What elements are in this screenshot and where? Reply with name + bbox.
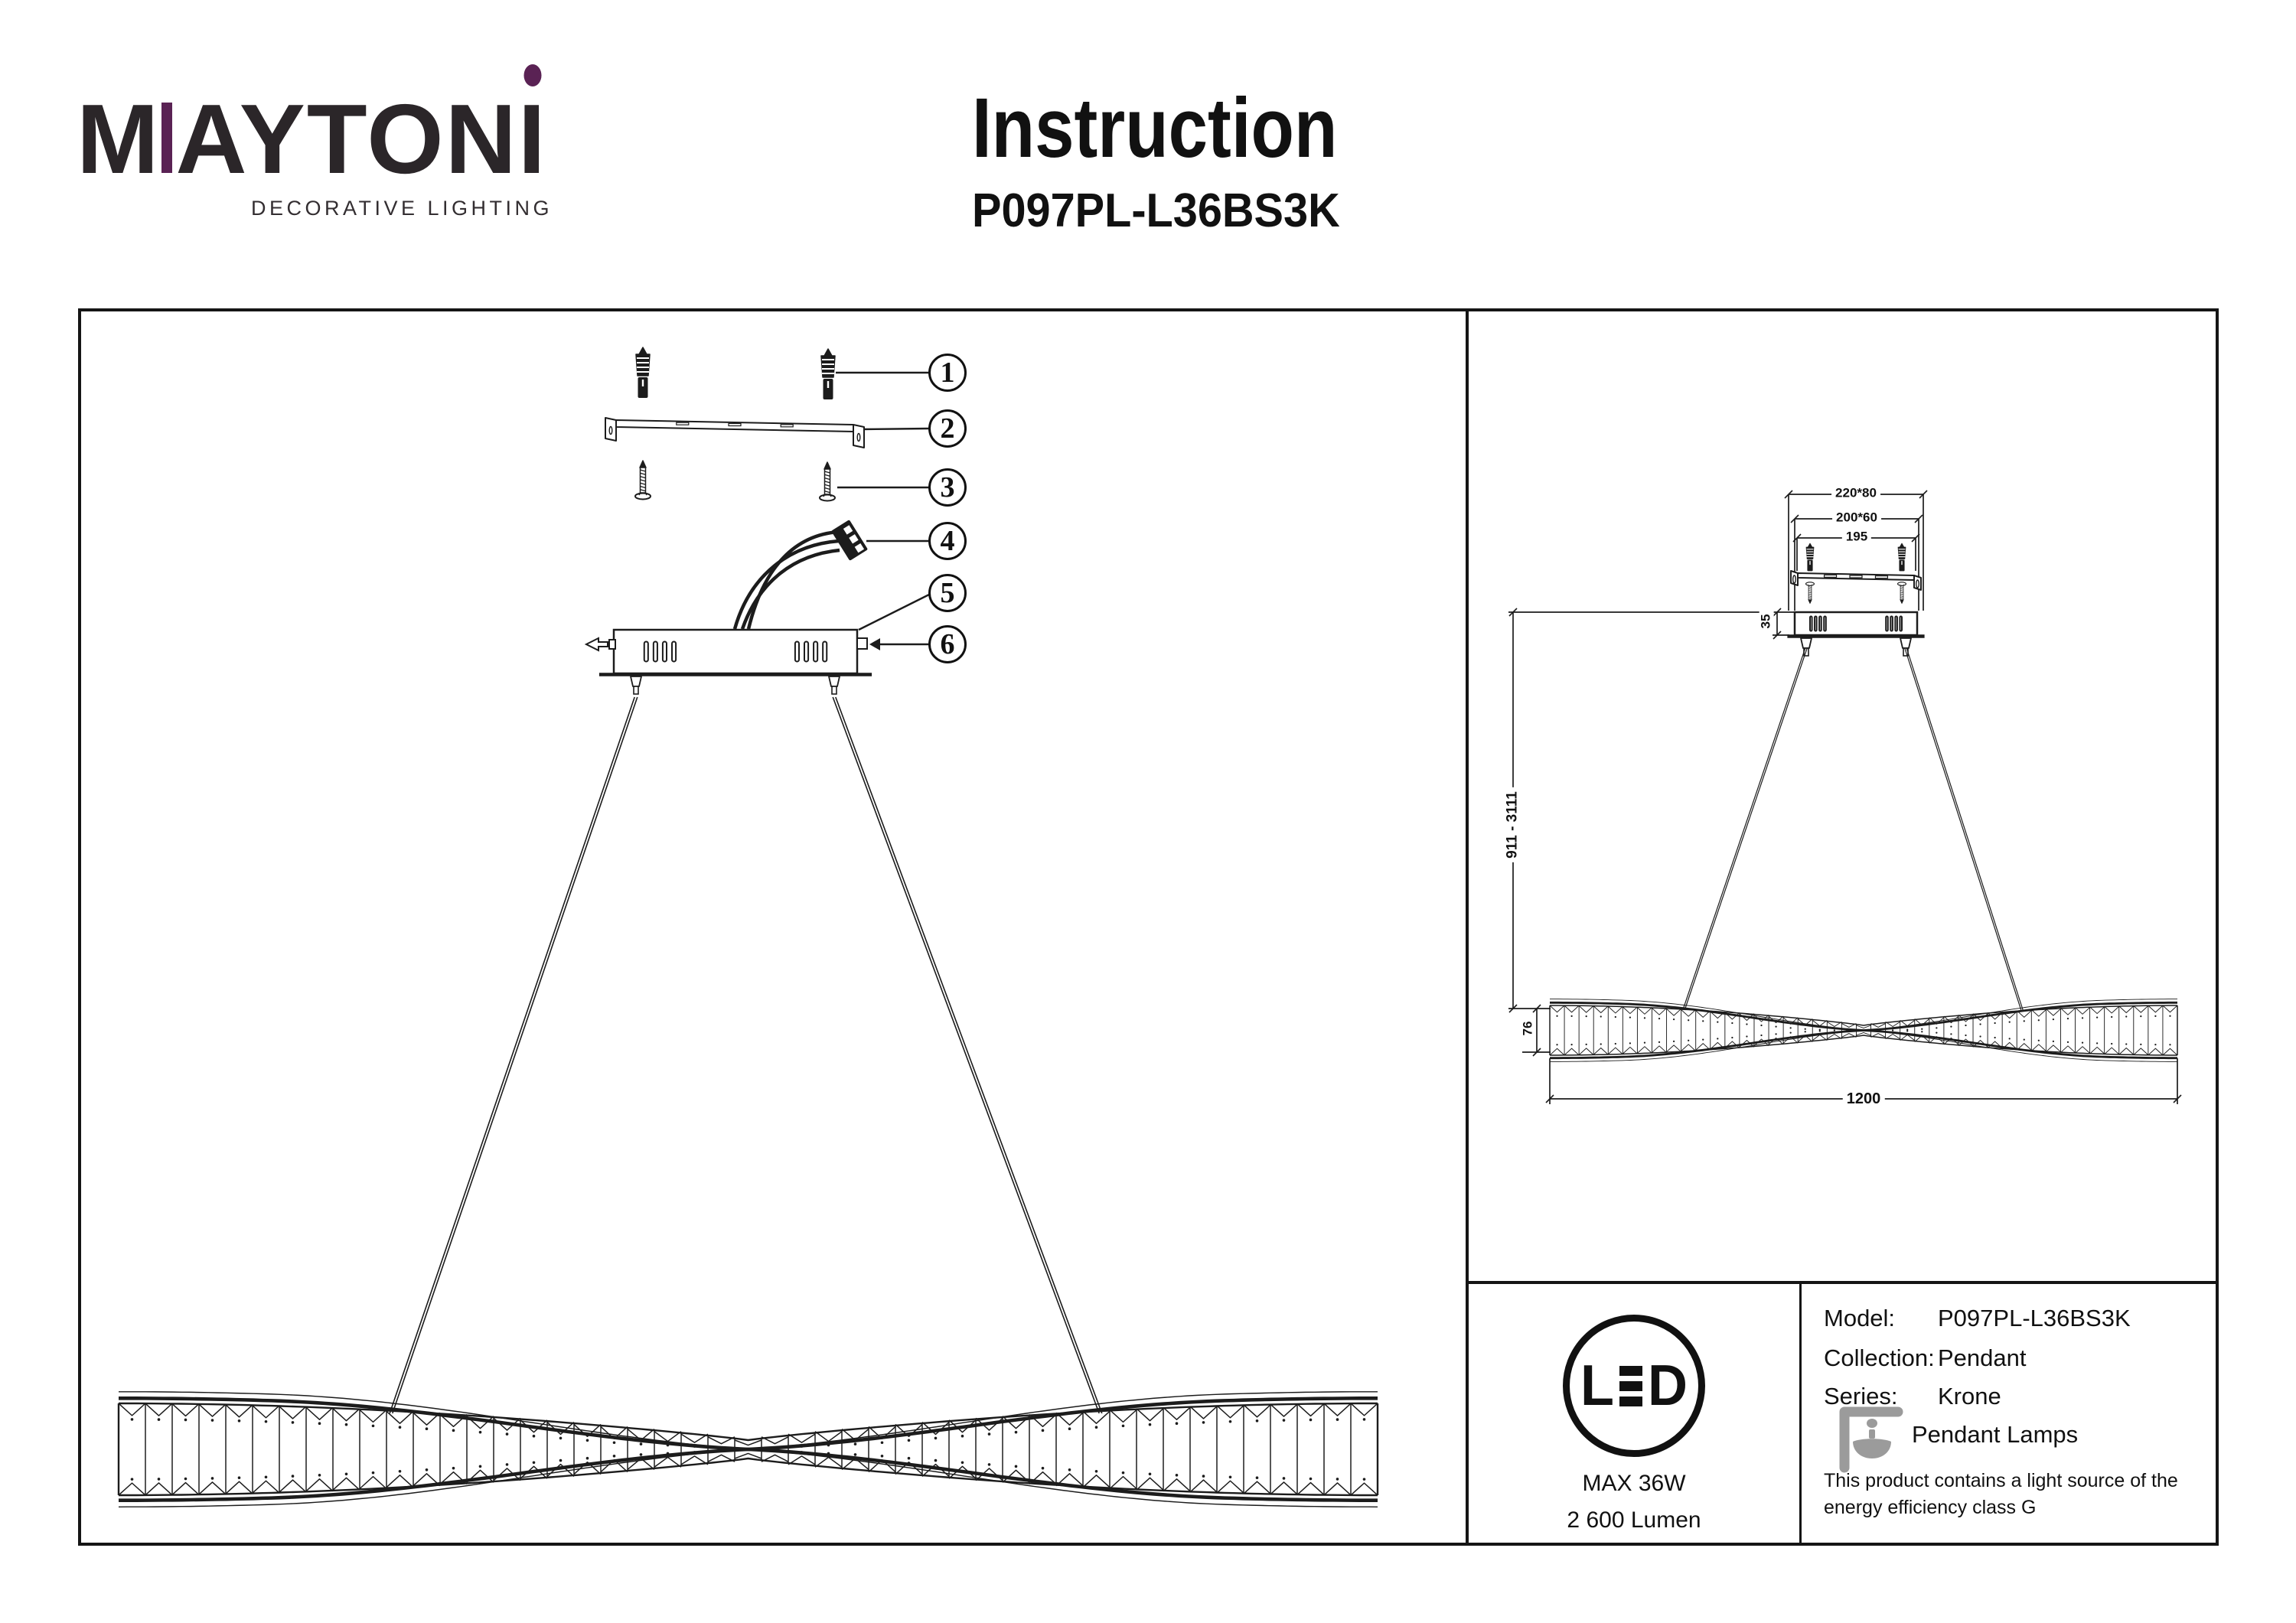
spec-label-model: Model: <box>1824 1305 1896 1331</box>
suspension-cables <box>389 696 1103 1414</box>
callout-3: 3 <box>928 468 967 507</box>
dimension-diagram <box>1508 490 2182 1104</box>
dim-canopy-plate: 220*80 <box>1831 486 1880 501</box>
led-letter-l: L <box>1580 1354 1614 1418</box>
info-box-divider <box>1799 1284 1802 1546</box>
crystal-lamp-drawing <box>1549 999 2178 1062</box>
wall-anchor-drawing <box>820 348 836 399</box>
suspension-cables <box>1682 647 2024 1011</box>
info-box-top-border <box>1469 1281 2219 1284</box>
title-block: Instruction P097PL-L36BS3K <box>972 84 1407 238</box>
wall-anchor-drawing <box>635 347 651 398</box>
screw-drawing <box>634 460 651 500</box>
spec-label-collection: Collection: <box>1824 1344 1935 1371</box>
led-letter-d: D <box>1647 1354 1688 1418</box>
callout-6: 6 <box>928 625 967 663</box>
spec-value-series: Krone <box>1938 1383 2001 1410</box>
wall-anchor-drawing <box>1897 543 1906 572</box>
spec-value-collection: Pendant <box>1938 1344 2027 1371</box>
logo-i-dot <box>523 64 542 86</box>
brand-letter-i: I <box>518 64 547 189</box>
brand-tagline: DECORATIVE LIGHTING <box>250 197 553 220</box>
spec-label-series: Series: <box>1824 1383 1898 1410</box>
wall-anchor-drawing <box>1805 543 1815 572</box>
connector-wires <box>732 530 840 630</box>
spec-value-model: P097PL-L36BS3K <box>1938 1305 2131 1331</box>
led-letter-e-bars <box>1619 1365 1642 1406</box>
brand-letter-m: M <box>77 84 161 194</box>
efficiency-note-line1: This product contains a light source of … <box>1824 1470 2178 1491</box>
dim-bracket-span: 195 <box>1841 530 1872 545</box>
screw-drawing <box>819 461 836 502</box>
efficiency-note: This product contains a light source of … <box>1824 1468 2222 1521</box>
category-label: Pendant Lamps <box>1912 1421 2079 1448</box>
pendant-lamp-icon <box>1839 1406 1903 1473</box>
callout-1: 1 <box>928 354 967 392</box>
wire-connector-drawing <box>831 520 868 561</box>
mounting-bracket-drawing <box>1790 570 1922 591</box>
canopy-drawing <box>1787 611 1925 657</box>
callout-5: 5 <box>928 574 967 612</box>
dim-canopy-body: 200*60 <box>1832 510 1881 526</box>
callout-2: 2 <box>928 409 967 448</box>
canopy-drawing <box>598 628 872 695</box>
model-code: P097PL-L36BS3K <box>972 184 1340 237</box>
screw-drawing <box>1896 582 1907 605</box>
dim-lamp-height: 76 <box>1521 1017 1536 1040</box>
max-power: MAX 36W <box>1582 1471 1686 1496</box>
efficiency-note-line2: energy efficiency class G <box>1824 1497 2037 1518</box>
brand-letters-mid: AYTON <box>175 84 518 194</box>
dim-suspension-height: 911 - 3111 <box>1505 787 1521 862</box>
crystal-lamp-drawing <box>117 1391 1379 1508</box>
leader-lines <box>836 371 931 646</box>
screw-drawing <box>1805 582 1815 605</box>
logo-accent-bar <box>161 103 173 173</box>
callout-4: 4 <box>928 522 967 560</box>
page-title: Instruction <box>972 81 1338 175</box>
luminous-flux: 2 600 Lumen <box>1567 1507 1701 1533</box>
side-screw-drawing <box>584 637 880 652</box>
led-badge: L D <box>1563 1315 1705 1457</box>
assembly-diagram-panel <box>78 308 1469 1546</box>
mounting-bracket-drawing <box>605 417 865 448</box>
assembly-diagram <box>117 347 1379 1508</box>
dim-lamp-length: 1200 <box>1842 1090 1885 1107</box>
dim-canopy-height: 35 <box>1759 610 1774 633</box>
